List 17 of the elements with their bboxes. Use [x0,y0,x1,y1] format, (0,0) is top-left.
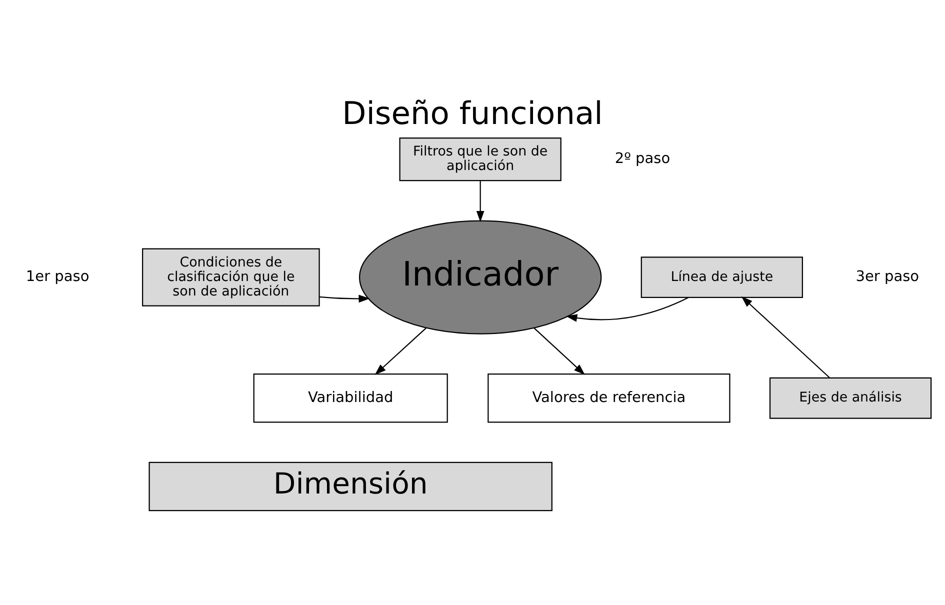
node-box: Valores de referencia [488,374,730,423]
diagram-title: Diseño funcional [342,96,603,132]
node-box: Ejes de análisis [769,377,932,419]
arrow [476,180,484,222]
label: 3er paso [856,269,920,286]
node-box: Línea de ajuste [640,256,803,298]
arrow [374,328,426,375]
node-box: Filtros que le son de aplicación [399,138,562,182]
arrow [534,328,585,375]
label: 2º paso [614,151,670,168]
arrow [741,296,830,378]
arrow [320,294,370,303]
label: 1er paso [26,269,90,286]
node-box: Variabilidad [253,374,448,423]
arrow [566,297,689,322]
node-box: Dimensión [148,462,552,512]
node-box: Condiciones de clasificación que le son de aplicación [142,248,320,306]
